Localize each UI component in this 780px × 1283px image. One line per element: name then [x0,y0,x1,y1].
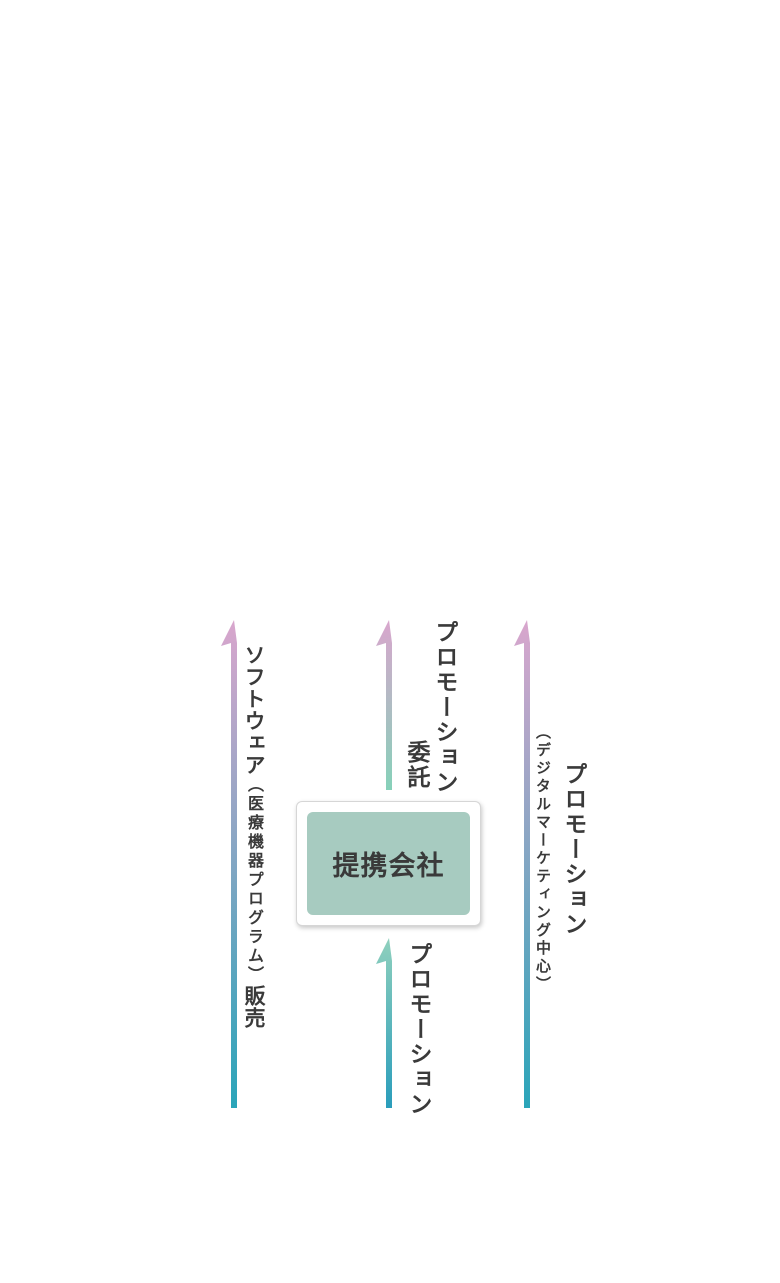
arrow-promotion-digital [514,620,530,1108]
label-promotion-digital: プロモーション [560,762,586,937]
label-promotion-itaku-line2: 委託 [403,740,429,790]
partner-company-label: 提携会社 [307,812,470,915]
label-software-detail: （医療機器プログラム） [245,776,264,985]
partner-company-box: 提携会社 [296,801,481,926]
arrow-software-sales [221,620,237,1108]
label-software: ソフトウェア [242,644,266,776]
label-promotion-itaku-line1: プロモーション [431,620,457,795]
label-software-sales: ソフトウェア（医療機器プログラム）販売 [242,644,266,1029]
label-software-suffix: 販売 [242,985,266,1029]
arrow-promotion-itaku [376,620,392,790]
label-promotion-lower: プロモーション [405,942,431,1117]
arrow-promotion-lower [376,938,392,1108]
label-digital-marketing-note: （デジタルマーケティング中心） [534,724,552,994]
